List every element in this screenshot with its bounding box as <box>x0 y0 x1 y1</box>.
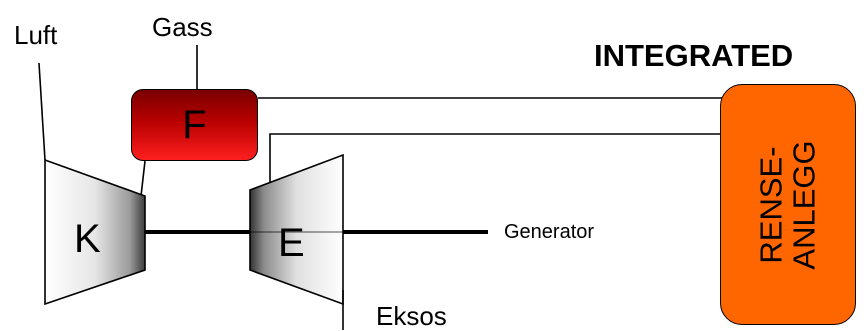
compressor <box>44 158 146 306</box>
cleaning-plant-label-line-2: ANLEGG <box>786 139 821 270</box>
cleaning-plant-label-line-1: RENSE- <box>753 145 789 264</box>
compressor-outlet-line <box>140 160 146 197</box>
combustor-box: F <box>131 89 258 161</box>
air-label: Luft <box>14 20 58 50</box>
gas-label: Gass <box>152 12 213 42</box>
diagram-title: INTEGRATED <box>594 38 794 73</box>
exhaust-label: Eksos <box>376 301 447 331</box>
expander-label: E <box>278 221 305 265</box>
compressor-label: K <box>74 217 101 261</box>
air-inlet-line <box>38 62 46 161</box>
cleaning-plant-label: RENSE- ANLEGG <box>753 139 821 270</box>
generator-label: Generator <box>504 221 595 243</box>
combustor-label: F <box>182 103 207 147</box>
cleaning-plant-box: RENSE- ANLEGG <box>720 84 856 325</box>
